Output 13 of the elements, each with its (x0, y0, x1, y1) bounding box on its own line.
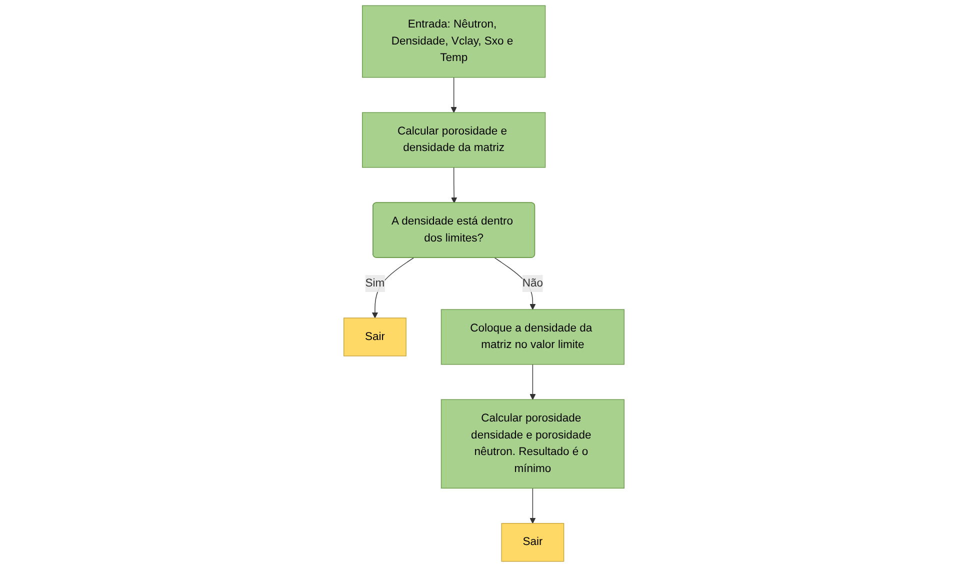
node-box: Sair (501, 523, 564, 562)
arrow (372, 257, 414, 318)
arrow (450, 167, 458, 204)
node-box: Calcular porosidade e densidade da matriz (362, 112, 546, 168)
node-box: Calcular porosidade densidade e porosidade nêutron. Resultado é o mínimo (440, 399, 624, 489)
edge-label: Sim (365, 277, 385, 290)
node-box: Sair (344, 318, 406, 356)
arrow (530, 364, 536, 400)
arrow (450, 77, 457, 113)
node-box: Coloque a densidade da matriz no valor limite (440, 309, 624, 365)
node-box: Entrada: Nêutron, Densidade, Vclay, Sxo e Temp (362, 5, 546, 78)
edge-label: Não (522, 277, 544, 290)
arrow (530, 488, 536, 524)
